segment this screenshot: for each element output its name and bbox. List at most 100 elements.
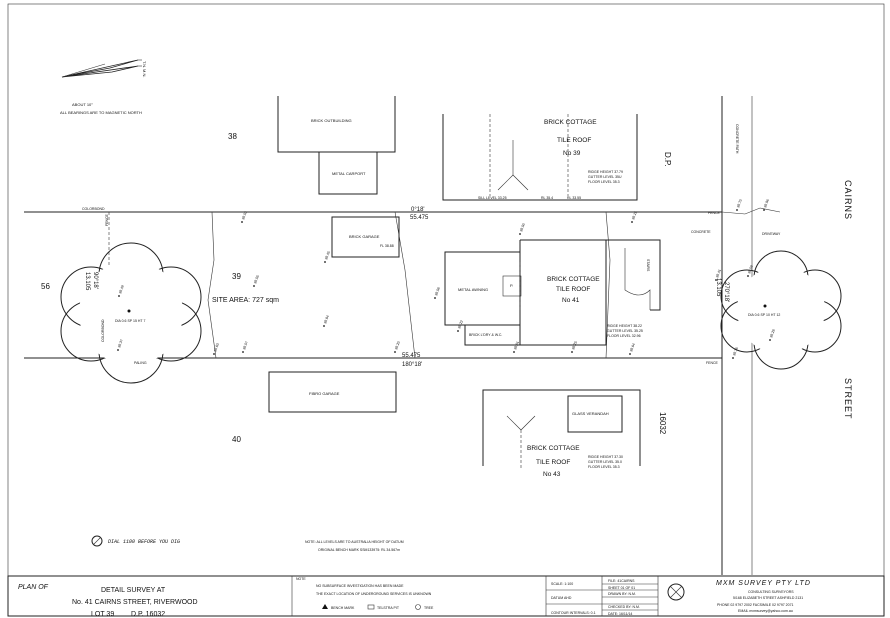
tree-icon — [720, 250, 842, 370]
concrete-label: CONCRETE — [691, 230, 711, 234]
cottage-39-outline — [442, 114, 638, 201]
bearing-about-label: ABOUT 10° — [72, 102, 93, 107]
colorbond-bottom-label: COLORBOND — [101, 319, 105, 342]
spot-level-label: 38.57 — [242, 341, 249, 351]
note-heading: NOTE — [296, 577, 306, 581]
bench-mark-icon — [322, 604, 328, 609]
spot-level-label: 38.50 — [519, 223, 526, 233]
company-subtitle: CONSULTING SURVEYORS — [748, 590, 794, 594]
glass-verandah — [567, 395, 623, 433]
spot-level-label: 38.49 — [118, 285, 125, 295]
cottage-39-sill: SILL LEVEL 33.25 — [478, 196, 507, 200]
rear-bearing: 90°18' — [92, 272, 98, 289]
cottage-39-ridge: RIDGE HEIGHT 37.79 — [588, 170, 623, 174]
legend-bench-mark: BENCH MARK — [331, 606, 355, 610]
rear-distance: 13.105 — [84, 272, 90, 291]
company-phone: PHONE 02 9797 2002 FACSIMILE 02 9797 207… — [717, 603, 794, 607]
cottage-41-ridge: RIDGE HEIGHT 38.22 — [607, 324, 642, 328]
top-distance: 55.475 — [410, 215, 429, 221]
spot-level-point — [118, 295, 120, 297]
spot-level-point — [747, 275, 749, 277]
cottage-39-gutter: GUTTER LEVEL 35U — [588, 175, 622, 179]
cottage-43-floor: FLOOR LEVEL 35.3 — [588, 465, 620, 469]
fence-top-left-label: FENCE — [105, 213, 109, 226]
spot-level-point — [434, 297, 436, 299]
spot-level-label: 38.28 — [769, 329, 776, 339]
spot-level-point — [242, 351, 244, 353]
contour-label: CONTOUR INTERVALS: 0.1 — [551, 611, 596, 615]
spot-level-label: 38.70 — [736, 199, 743, 209]
spot-level-label: 38.55 — [253, 275, 260, 285]
bottom-distance: 55.475 — [402, 353, 421, 359]
spot-level-label: 38.41 — [715, 269, 722, 279]
fence-line-east — [605, 211, 611, 359]
legend-tree: TREE — [424, 606, 434, 610]
cottage-43-ridge: RIDGE HEIGHT 37.30 — [588, 455, 623, 459]
dial-note: DIAL 1100 BEFORE YOU DIG — [108, 539, 180, 545]
fence-top-right-label: FENCE — [708, 211, 721, 215]
cottage-41-number: No 41 — [562, 297, 580, 304]
spot-level-point — [241, 221, 243, 223]
dp-label: D.P. — [663, 152, 672, 167]
spot-level-point — [513, 351, 515, 353]
plan-of-label: PLAN OF — [18, 584, 49, 591]
spot-level-point — [629, 353, 631, 355]
cottage-43-gutter: GUTTER LEVEL 35.0 — [588, 460, 622, 464]
cottage-41-name: BRICK COTTAGE — [547, 276, 600, 283]
spot-level-label: 38.76 — [732, 347, 739, 357]
spot-level-label: 38.20 — [394, 341, 401, 351]
p-box — [502, 275, 522, 297]
spot-level-point — [457, 330, 459, 332]
driveway-label: DRIVEWAY — [762, 232, 781, 236]
telstra-pit-icon — [367, 604, 375, 610]
paling-label: PALING — [134, 361, 147, 365]
dp-number-label: 16032 — [658, 412, 667, 435]
lot-39-label: 39 — [232, 272, 241, 281]
cottage-41-gutter: GUTTER LEVEL 35.25 — [607, 329, 643, 333]
tree-spread-right: DIA 0.6 SP 10 HT 12 — [748, 313, 780, 317]
file-label: FILE: 41CAIRNS — [608, 579, 635, 583]
spot-level-point — [732, 357, 734, 359]
brick-outbuilding — [277, 96, 396, 153]
brick-outbuilding-label: BRICK OUTBUILDING — [311, 118, 352, 123]
cottage-43-number: No 43 — [543, 471, 561, 478]
glass-verandah-label: GLASS VERANDAH — [572, 411, 609, 416]
bench-mark-note: ORIGINAL BENCH MARK SSM133975: RL 34.567… — [318, 548, 400, 552]
fibro-garage-label: FIBRO GARAGE — [309, 391, 340, 396]
north-arrow-icon — [61, 59, 142, 78]
lot-56-label: 56 — [41, 282, 50, 291]
datum-label: DATUM AHD — [551, 596, 572, 600]
spot-level-point — [769, 339, 771, 341]
dial-before-you-dig-icon — [91, 535, 103, 547]
brick-garage-label: BRICK GARAGE — [349, 234, 380, 239]
note-services: THE EXACT LOCATION OF UNDERGROUND SERVIC… — [316, 592, 432, 596]
address-line: No. 41 CAIRNS STREET, RIVERWOOD — [72, 599, 198, 606]
spot-level-point — [117, 349, 119, 351]
metal-awning-label: METAL AWNING — [458, 287, 488, 292]
spot-level-point — [213, 353, 215, 355]
spot-level-label: 38.45 — [324, 251, 331, 261]
fence-bottom-right-label: FENCE — [706, 361, 719, 365]
spot-level-point — [519, 233, 521, 235]
cottage-39-roof: TILE ROOF — [557, 137, 591, 144]
front-bearing: 270°18' — [723, 282, 729, 302]
fence-line-west — [207, 211, 217, 359]
lot-38-label: 38 — [228, 132, 237, 141]
tree-icon — [60, 242, 202, 384]
mn-label: M.N. — [142, 69, 147, 77]
cottage-39-rl1: RL 35.4 — [541, 196, 553, 200]
cottage-41-roof: TILE ROOF — [556, 286, 590, 293]
spot-level-point — [324, 261, 326, 263]
spot-level-label: 38.53 — [241, 211, 248, 221]
metal-carport-label: METAL CARPORT — [332, 171, 366, 176]
tree-legend-icon — [415, 604, 421, 610]
cottage-43-outline — [482, 389, 641, 466]
spot-level-label: 38.59 — [747, 265, 754, 275]
spot-level-label: 38.58 — [434, 287, 441, 297]
tn-label: T.N. — [142, 61, 147, 68]
title-block — [7, 575, 885, 617]
spot-level-label: 38.37 — [117, 339, 124, 349]
spot-level-label: 38.15 — [631, 211, 638, 221]
